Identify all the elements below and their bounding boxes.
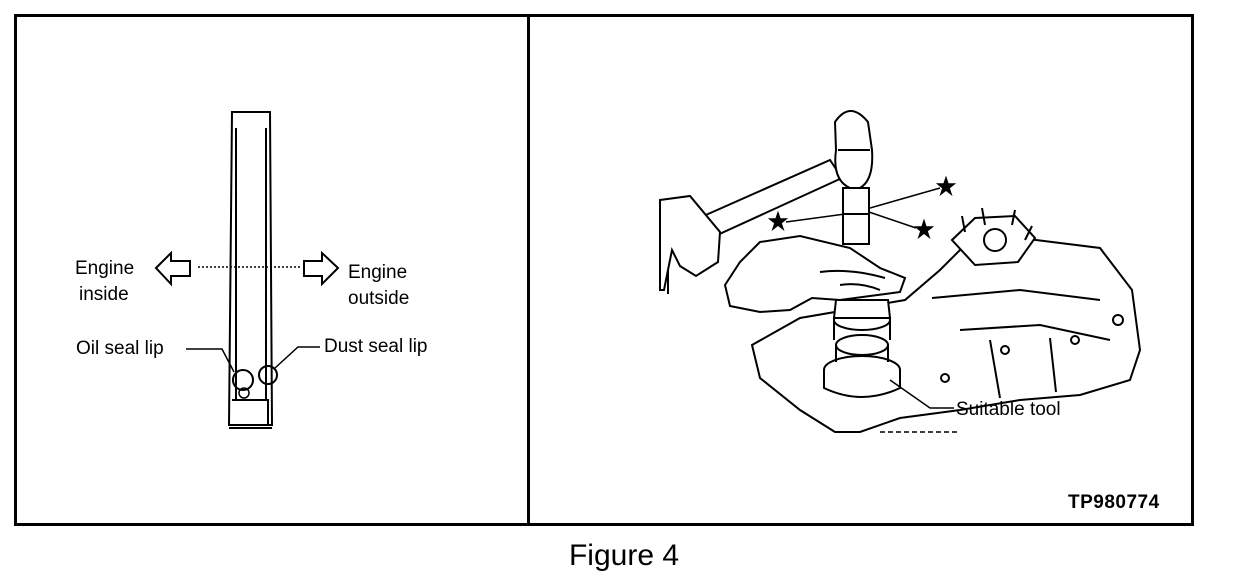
dust-seal-lip-circle bbox=[258, 365, 278, 385]
label-suitable-tool: Suitable tool bbox=[956, 399, 1061, 420]
oil-seal-leader bbox=[186, 348, 235, 373]
dust-seal-leader bbox=[274, 346, 320, 369]
seal-cross-section bbox=[227, 111, 274, 429]
holding-hand bbox=[723, 234, 907, 314]
label-oil-seal-lip: Oil seal lip bbox=[76, 338, 164, 359]
figure-frame bbox=[14, 14, 1194, 526]
star-icon bbox=[767, 210, 789, 232]
suitable-tool-leader bbox=[889, 379, 954, 409]
star-icon bbox=[913, 218, 935, 240]
oil-seal-lip-circle bbox=[232, 369, 254, 391]
star-icon bbox=[935, 175, 957, 197]
flange-plate bbox=[950, 207, 1037, 267]
striking-arm bbox=[659, 194, 722, 294]
arrow-right-icon bbox=[303, 250, 340, 287]
label-engine-inside-line2: inside bbox=[79, 284, 129, 305]
reference-code: TP980774 bbox=[1068, 492, 1160, 513]
panel-divider bbox=[527, 14, 530, 526]
bearing-stack bbox=[823, 299, 901, 398]
label-engine-outside-line1: Engine bbox=[348, 262, 408, 283]
figure-caption: Figure 4 bbox=[568, 539, 680, 572]
label-engine-inside-line1: Engine bbox=[75, 258, 135, 279]
arrow-left-icon bbox=[154, 250, 191, 287]
label-dust-seal-lip: Dust seal lip bbox=[324, 336, 428, 357]
hammer bbox=[688, 110, 874, 245]
label-engine-outside-line2: outside bbox=[348, 288, 410, 309]
star-markers bbox=[767, 175, 957, 240]
